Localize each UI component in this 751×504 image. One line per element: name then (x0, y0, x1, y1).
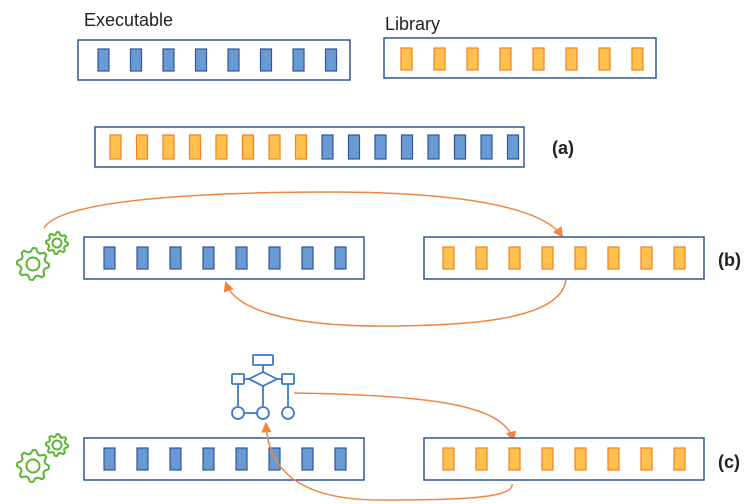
gear-hole (51, 439, 63, 451)
library-block (499, 47, 512, 71)
gear-hole (25, 458, 41, 474)
library-block (188, 134, 202, 160)
executable-block (194, 48, 208, 72)
library-block (574, 447, 587, 471)
executable-title: Executable (84, 10, 173, 30)
library-row-b (423, 236, 705, 280)
executable-block (301, 447, 314, 471)
library-block (135, 134, 149, 160)
gear-hole (25, 256, 41, 272)
label-c: (c) (718, 452, 740, 472)
executable-block (169, 246, 182, 270)
library-row-c (423, 437, 705, 481)
library-block (268, 134, 281, 160)
label-b: (b) (718, 250, 741, 270)
executable-block (400, 134, 414, 160)
library-block (466, 47, 479, 71)
library-block (508, 447, 521, 471)
library-block (541, 447, 554, 471)
executable-block (169, 447, 182, 471)
executable-row (77, 39, 351, 81)
library-block (598, 47, 611, 71)
library-container-b (423, 236, 705, 280)
library-block (433, 47, 446, 71)
library-row (383, 37, 657, 79)
library-container-c (423, 437, 705, 481)
library-block (475, 246, 488, 270)
library-title: Library (385, 14, 440, 34)
executable-block (129, 48, 143, 72)
library-block (294, 134, 308, 160)
executable-block (324, 48, 338, 72)
gear-outline (16, 449, 50, 483)
arrow-to-flowchart-c (261, 421, 513, 501)
library-block (640, 246, 653, 270)
executable-block (347, 134, 361, 160)
library-block (442, 447, 455, 471)
library-block (162, 134, 175, 160)
library-block (508, 246, 521, 270)
library-block (241, 134, 255, 160)
executable-block (321, 134, 334, 160)
executable-row-b (83, 236, 365, 280)
library-block (673, 246, 686, 270)
executable-block (453, 134, 467, 160)
library-block (215, 134, 228, 160)
library-block (574, 246, 587, 270)
library-block (442, 246, 455, 270)
executable-block (427, 134, 440, 160)
library-block (475, 447, 488, 471)
executable-block (103, 447, 116, 471)
executable-container-b (83, 236, 365, 280)
executable-container (77, 39, 351, 81)
executable-block (103, 246, 116, 270)
library-container (383, 37, 657, 79)
merged-row-a (94, 126, 525, 168)
library-block (640, 447, 653, 471)
library-block (631, 47, 644, 71)
executable-block (480, 134, 493, 160)
arrow-to-executable-b (223, 279, 567, 327)
executable-block (202, 447, 215, 471)
executable-block (97, 48, 110, 72)
executable-block (334, 246, 347, 270)
library-block (673, 447, 686, 471)
library-block (607, 447, 620, 471)
executable-row-c (83, 437, 365, 481)
gears-icon (16, 231, 69, 281)
library-block (109, 134, 122, 160)
library-block (565, 47, 578, 71)
executable-block (202, 246, 215, 270)
gear-outline (16, 247, 50, 281)
executable-block (334, 447, 347, 471)
arrow-to-library-b (43, 191, 564, 238)
library-block (532, 47, 545, 71)
executable-block (235, 246, 248, 270)
executable-block (227, 48, 240, 72)
library-block (541, 246, 554, 270)
flowchart-icon (231, 354, 295, 420)
library-block (400, 47, 413, 71)
gear-hole (51, 237, 63, 249)
executable-block (259, 48, 273, 72)
executable-block (136, 447, 149, 471)
executable-block (162, 48, 175, 72)
executable-block (268, 246, 281, 270)
executable-block (235, 447, 248, 471)
gear-outline (45, 433, 69, 457)
gears-icon (16, 433, 69, 483)
executable-block (374, 134, 387, 160)
library-block (607, 246, 620, 270)
executable-block (292, 48, 305, 72)
executable-block (301, 246, 314, 270)
executable-block (506, 134, 520, 160)
executable-container-c (83, 437, 365, 481)
arrow-to-library-c (293, 392, 517, 443)
gear-outline (45, 231, 69, 255)
label-a: (a) (552, 138, 574, 158)
executable-block (136, 246, 149, 270)
